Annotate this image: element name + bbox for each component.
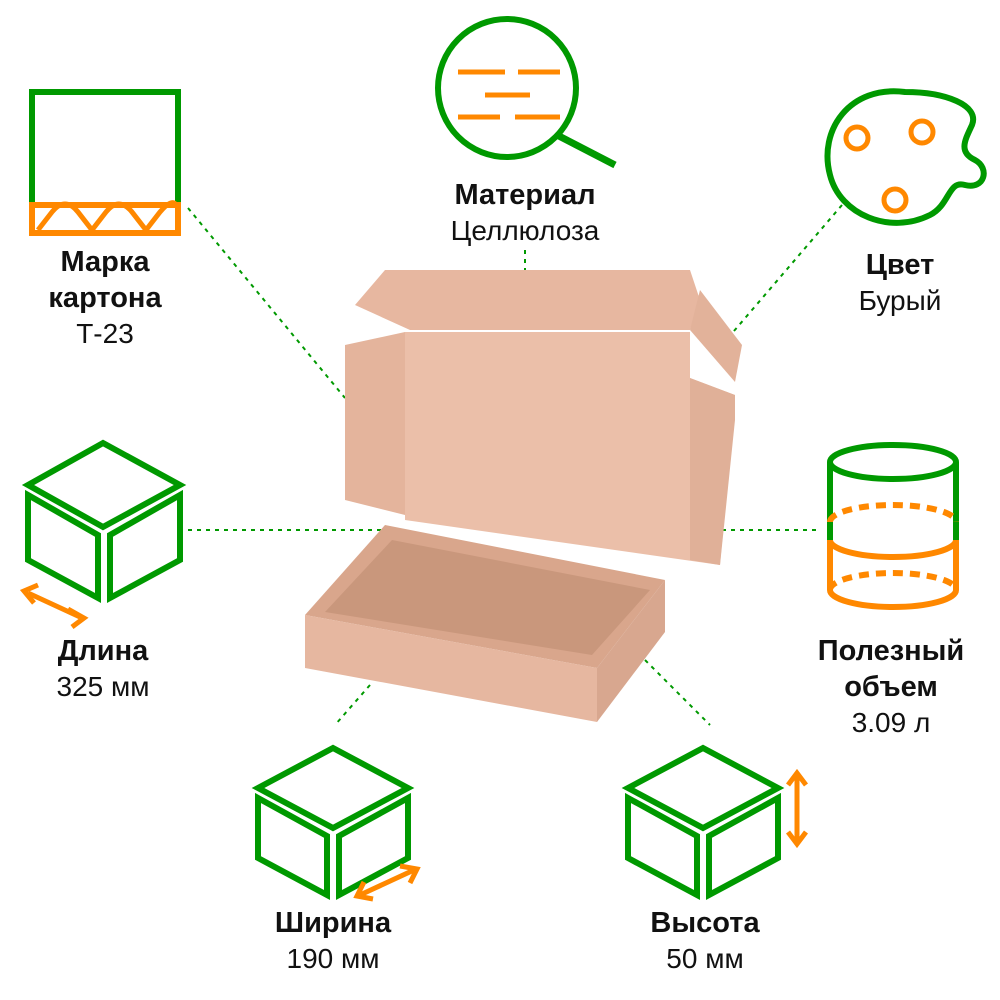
spec-title: Длина — [57, 635, 149, 667]
spec-value: Бурый — [858, 285, 942, 316]
cube-width-icon — [251, 744, 421, 902]
palette-icon — [824, 88, 987, 226]
product-box-image — [305, 270, 742, 722]
spec-material: Материал Целлюлоза — [451, 177, 600, 249]
spec-title: Цвет — [865, 249, 935, 281]
spec-title: Материал — [454, 179, 596, 211]
spec-value: Целлюлоза — [450, 215, 600, 246]
cube-length-icon — [19, 439, 187, 629]
spec-title: Высота — [650, 907, 760, 939]
cube-height-icon — [621, 744, 808, 901]
spec-title: Полезный — [817, 635, 965, 667]
connector-lines — [187, 204, 843, 726]
cylinder-volume-icon — [827, 442, 959, 610]
spec-value: 325 мм — [56, 671, 150, 702]
spec-title: Марка — [60, 246, 150, 278]
spec-color: Цвет Бурый — [859, 247, 942, 319]
corrugated-cardboard-icon — [29, 89, 181, 236]
spec-title: картона — [48, 282, 162, 314]
spec-width: Ширина 190 мм — [275, 905, 391, 977]
spec-grade: Марка картона Т-23 — [48, 244, 161, 352]
spec-value: 50 мм — [666, 943, 744, 974]
magnifier-icon — [435, 16, 617, 169]
spec-volume: Полезный объем 3.09 л — [818, 633, 965, 741]
spec-value: Т-23 — [76, 318, 134, 349]
spec-length: Длина 325 мм — [57, 633, 150, 705]
spec-height: Высота 50 мм — [650, 905, 759, 977]
spec-title: объем — [844, 671, 938, 703]
spec-value: 3.09 л — [851, 707, 931, 738]
spec-title: Ширина — [274, 907, 392, 939]
spec-value: 190 мм — [286, 943, 380, 974]
